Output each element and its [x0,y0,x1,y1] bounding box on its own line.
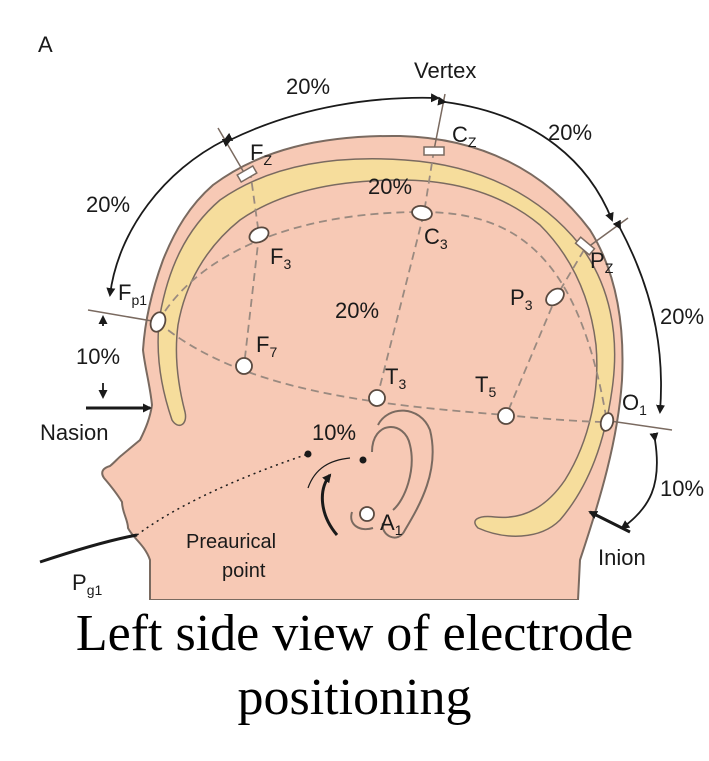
caption-line-2: positioning [0,666,709,730]
electrode-f7 [236,358,252,374]
electrode-a1 [360,507,374,521]
label-fp1: Fp1 [118,280,147,308]
label-pg1: Pg1 [72,570,102,598]
label-fz: FZ [250,140,272,168]
electrode-t5 [498,408,514,424]
pct-mid: 20% [335,298,379,323]
preauricular-label-line2: point [222,560,266,582]
label-cz: CZ [452,122,477,150]
panel-label: A [38,32,53,57]
pct-pz-o1: 20% [660,304,704,329]
pct-fp1-fz: 20% [86,192,130,217]
inion-label: Inion [598,545,646,570]
pg1-lead [40,535,137,562]
electrode-t3 [369,390,385,406]
caption-line-1: Left side view of electrode [0,602,709,666]
pct-nasion-fp1: 10% [76,344,120,369]
preauricular-dot-2 [360,457,367,464]
electrode-diagram: A Vertex Nasion Inion Preaurical point 2… [0,0,709,600]
vertex-label: Vertex [414,58,476,83]
figure-caption: Left side view of electrode positioning [0,602,709,730]
pct-inion-o1: 10% [660,476,704,501]
pct-fz-cz: 20% [286,74,330,99]
pct-arc-top: 20% [368,174,412,199]
label-o1: O1 [622,390,647,418]
pct-ear: 10% [312,420,356,445]
preauricular-label-line1: Preaurical [186,531,276,553]
preauricular-dot [305,451,312,458]
label-pz: PZ [590,248,614,276]
pct-cz-pz: 20% [548,120,592,145]
nasion-label: Nasion [40,420,108,445]
